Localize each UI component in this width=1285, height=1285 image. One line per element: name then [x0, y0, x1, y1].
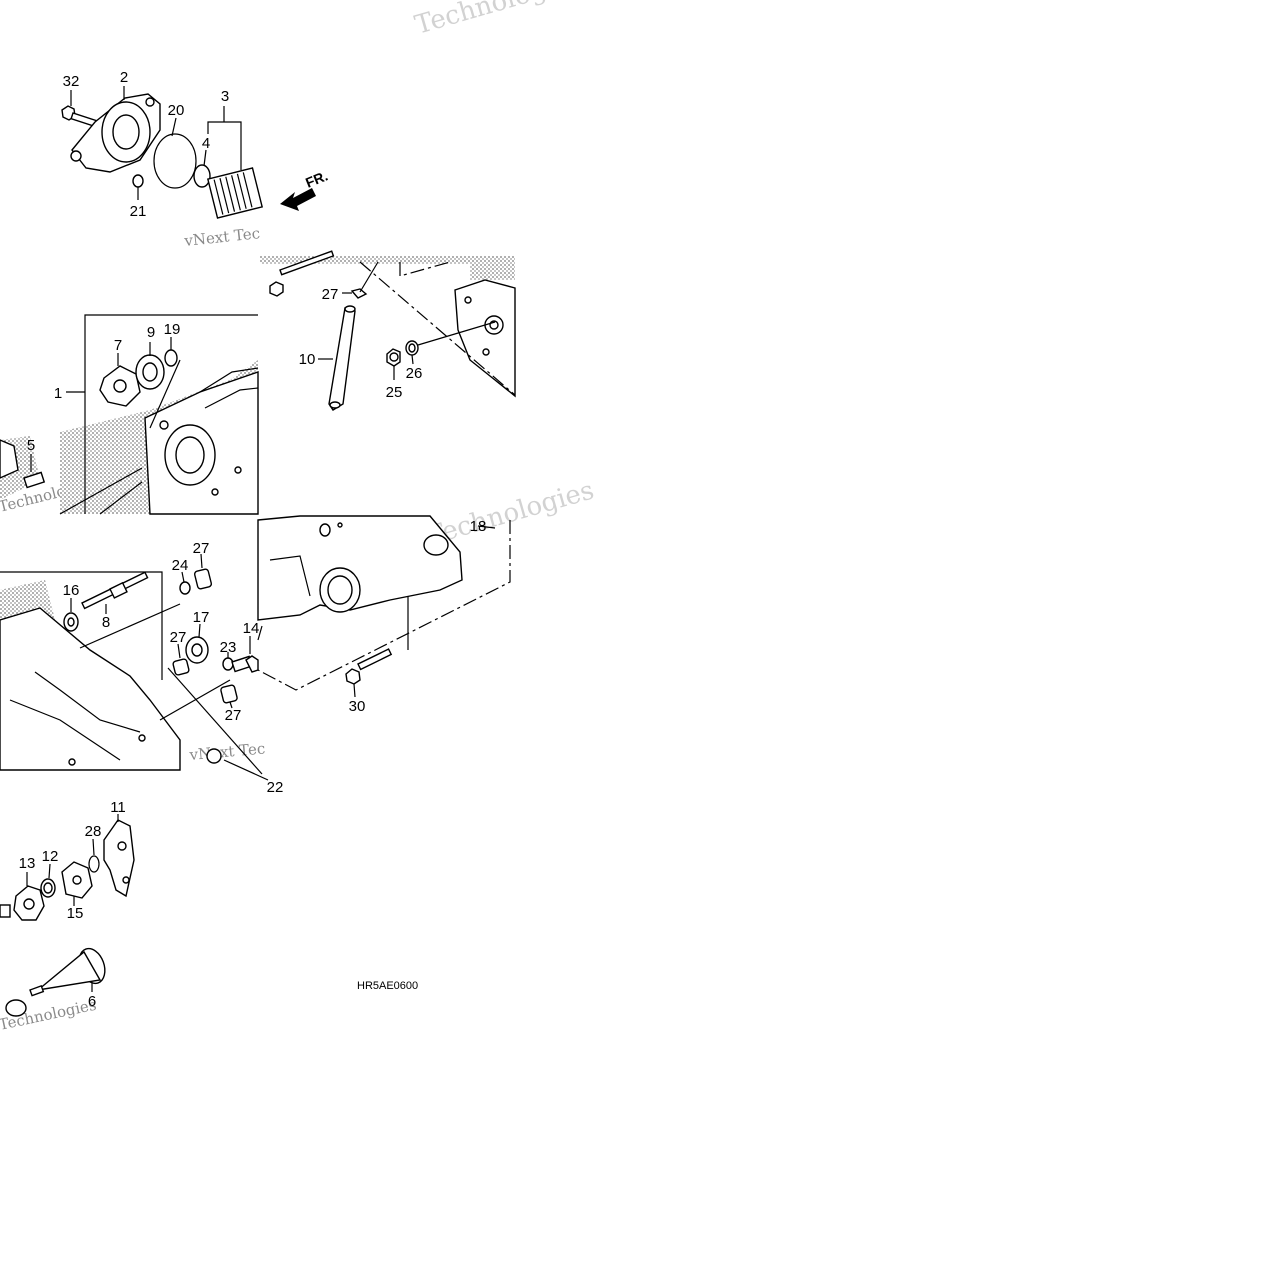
callout-30: 30 — [349, 698, 366, 715]
watermark-top: Technologies — [412, 0, 586, 41]
o-ring-28 — [88, 855, 100, 873]
dowel-27-top — [193, 568, 213, 590]
callout-19: 19 — [164, 321, 181, 338]
callout-24: 24 — [172, 557, 189, 574]
tile-crankcase-left — [0, 553, 269, 781]
spring-12 — [40, 878, 56, 898]
callout-15: 15 — [67, 905, 84, 922]
oil-filter-3 — [206, 167, 264, 219]
callout-3: 3 — [221, 88, 229, 105]
callout-16: 16 — [63, 582, 80, 599]
callout-18: 18 — [470, 518, 487, 535]
pin-29 — [350, 288, 368, 299]
front-direction-arrow: FR. — [280, 167, 330, 211]
washer-16 — [63, 612, 79, 632]
pump-plate-11 — [103, 819, 135, 898]
washer-24 — [179, 581, 191, 595]
callout-26: 26 — [406, 365, 423, 382]
callout-13: 13 — [19, 855, 36, 872]
callout-28: 28 — [85, 823, 102, 840]
callout-29: 27 — [322, 286, 339, 303]
water-seal-9 — [135, 354, 165, 390]
callout-8: 8 — [102, 614, 110, 631]
callout-27-mid: 27 — [170, 629, 187, 646]
diagram-code: HR5AE0600 — [357, 980, 418, 992]
callout-7: 7 — [114, 337, 122, 354]
watermark-short-bottom: vNext Tec — [188, 739, 266, 764]
impeller-7 — [99, 365, 141, 407]
callout-20: 20 — [168, 102, 185, 119]
bolt-32 — [61, 105, 99, 128]
filter-cover-2 — [70, 93, 161, 173]
callout-2: 2 — [120, 69, 128, 86]
callout-32: 32 — [63, 73, 80, 90]
seal-22 — [206, 748, 222, 764]
callout-1: 1 — [54, 385, 62, 402]
callout-14: 14 — [243, 620, 260, 637]
tile-crankcase-right — [257, 515, 511, 698]
washer-19 — [164, 349, 178, 367]
gear-13 — [13, 885, 45, 921]
tile-oil-pump — [0, 814, 135, 1017]
spring-4 — [193, 164, 211, 188]
tile-oil-filter: FR. — [61, 86, 330, 219]
washer-23 — [222, 657, 234, 671]
callout-23: 23 — [220, 639, 237, 656]
front-label: FR. — [303, 167, 330, 190]
rotor-15 — [61, 861, 93, 899]
callout-12: 12 — [42, 848, 59, 865]
callout-5: 5 — [27, 437, 35, 454]
dowel-27-mid — [172, 658, 190, 676]
oil-strainer-6 — [29, 947, 106, 997]
callout-6: 6 — [88, 993, 96, 1010]
dowel-27-bottom — [220, 684, 238, 704]
callout-10: 10 — [299, 351, 316, 368]
washer-21 — [132, 174, 144, 188]
callout-4: 4 — [202, 135, 210, 152]
o-ring-20 — [153, 133, 197, 189]
callout-labels: 32 2 20 3 4 21 27 10 26 25 7 9 19 1 5 18… — [19, 69, 487, 1010]
callout-9: 9 — [147, 324, 155, 341]
tile-crankcase-cover — [0, 314, 259, 515]
callout-17: 17 — [193, 609, 210, 626]
callout-11: 11 — [110, 799, 126, 816]
callout-21: 21 — [130, 203, 147, 220]
watermark-short-top: vNext Tec — [183, 224, 261, 250]
tile-oil-pipe — [260, 250, 516, 411]
bolt-14 — [231, 655, 259, 673]
bearing-17 — [185, 636, 209, 664]
callout-27-top: 27 — [193, 540, 210, 557]
dowel-rod-8 — [81, 571, 149, 610]
callout-22: 22 — [267, 779, 284, 796]
nut-25 — [386, 348, 401, 367]
callout-25: 25 — [386, 384, 403, 401]
callout-27-bottom: 27 — [225, 707, 242, 724]
bolt-30 — [345, 648, 393, 685]
